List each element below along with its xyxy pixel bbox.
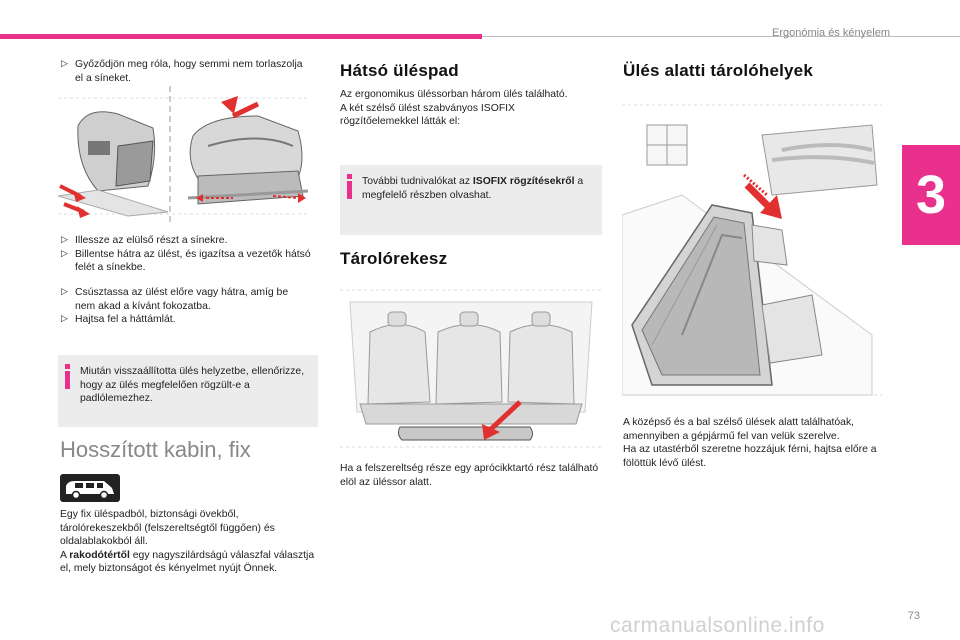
info-box: Miután visszaállította ülés helyzetbe, e… — [58, 355, 318, 427]
bullet-item: ▷ Csúsztassa az ülést előre vagy hátra, a… — [61, 286, 311, 313]
info-bold: ISOFIX rögzítésekről — [472, 176, 575, 187]
paragraph-1: A középső és a bal szélső ülések alatt t… — [623, 417, 855, 442]
bullet-arrow-icon: ▷ — [61, 247, 68, 258]
chapter-tab: 3 — [902, 145, 960, 245]
bullet-arrow-icon: ▷ — [61, 313, 68, 324]
bullet-item: ▷ Győződjön meg róla, hogy semmi nem tor… — [61, 58, 311, 85]
page-number: 73 — [907, 610, 920, 622]
bullet-item: ▷ Hajtsa fel a háttámlát. — [61, 313, 311, 327]
bullet-group: ▷ Illessze az elülső részt a sínekre. ▷ Bi… — [61, 234, 311, 275]
info-icon — [347, 174, 352, 200]
bullet-arrow-icon: ▷ — [61, 234, 68, 244]
info-icon — [65, 364, 70, 390]
isofix-text: A két szélső ülést szabványos ISOFIX rög… — [340, 102, 515, 128]
section-paragraph: A középső és a bal szélső ülések alatt t… — [623, 416, 878, 470]
header-accent-bar — [0, 34, 482, 39]
section-heading: Hátsó üléspad — [340, 61, 459, 80]
section-heading: Ülés alatti tárolóhelyek — [623, 61, 813, 80]
header-rule — [482, 36, 960, 37]
figure-caption: Ha a felszereltség része egy aprócikktar… — [340, 463, 599, 488]
bullet-item: ▷ Illessze az elülső részt a sínekre. — [61, 234, 311, 248]
bullet-arrow-icon: ▷ — [61, 58, 68, 68]
intro-text: Az ergonomikus üléssorban három ülés tal… — [340, 89, 568, 100]
bullet-item: ▷ Billentse hátra az ülést, és igazítsa a… — [61, 248, 311, 275]
info-prefix: További tudnivalókat az — [362, 176, 473, 187]
paragraph-a: Egy fix üléspadból, biztonsági övekből, … — [60, 509, 275, 548]
section-heading: Tárolórekesz — [340, 249, 448, 268]
para-b-prefix: A — [60, 549, 70, 561]
van-pictogram-icon — [60, 474, 120, 502]
chapter-number: 3 — [915, 165, 947, 225]
under-seat-storage-illustration — [621, 95, 882, 405]
bullet-group: ▷ Csúsztassa az ülést előre vagy hátra, a… — [61, 286, 311, 327]
bullet-text: Győződjön meg róla, hogy semmi nem torla… — [75, 59, 303, 84]
section-paragraph: Az ergonomikus üléssorban három ülés tal… — [340, 88, 580, 129]
bullet-text: Csúsztassa az ülést előre vagy hátra, am… — [75, 287, 289, 312]
para-b-rest: egy nagyszilárdságú válaszfal választja … — [60, 549, 315, 575]
paragraph-2: Ha az utastérből szeretne hozzájuk férni… — [623, 444, 877, 469]
bullet-text: Illessze az elülső részt a sínekre. — [75, 235, 228, 246]
seat-rail-illustration — [57, 86, 310, 226]
bullet-arrow-icon: ▷ — [61, 286, 68, 296]
rear-bench-storage-illustration — [340, 282, 602, 454]
bullet-text: Billentse hátra az ülést, és igazítsa a … — [75, 248, 311, 274]
para-b-bold: rakodótértől — [69, 549, 130, 561]
info-box: További tudnivalókat az ISOFIX rögzítése… — [340, 165, 602, 235]
watermark: carmanualsonline.info — [610, 614, 825, 637]
paragraph-b: A rakodótértől egy nagyszilárdságú válas… — [60, 549, 322, 576]
info-rest: a megfelelő részben olvashat. — [362, 176, 584, 201]
section-paragraph: Egy fix üléspadból, biztonsági övekből, … — [60, 508, 322, 576]
bullet-text: Hajtsa fel a háttámlát. — [75, 314, 176, 326]
info-text: Miután visszaállította ülés helyzetbe, e… — [80, 366, 305, 405]
section-title: Hosszított kabin, fix — [60, 437, 251, 462]
chapter-title: Ergonómia és kényelem — [771, 27, 890, 39]
